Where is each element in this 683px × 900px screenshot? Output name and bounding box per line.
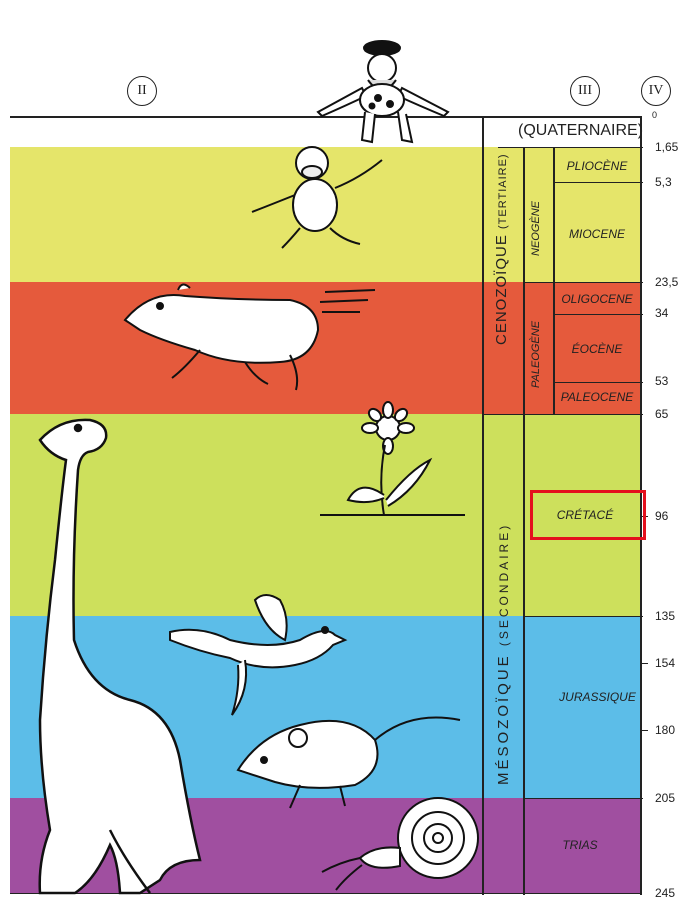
ammonite-icon xyxy=(322,798,478,890)
ape-icon xyxy=(252,147,382,248)
dinosaur-icon xyxy=(40,420,200,893)
rat-icon xyxy=(238,718,460,809)
caveman-icon xyxy=(318,41,448,142)
flower-icon xyxy=(320,402,465,515)
running-mammal-icon xyxy=(125,284,375,390)
bird-icon xyxy=(170,595,345,715)
